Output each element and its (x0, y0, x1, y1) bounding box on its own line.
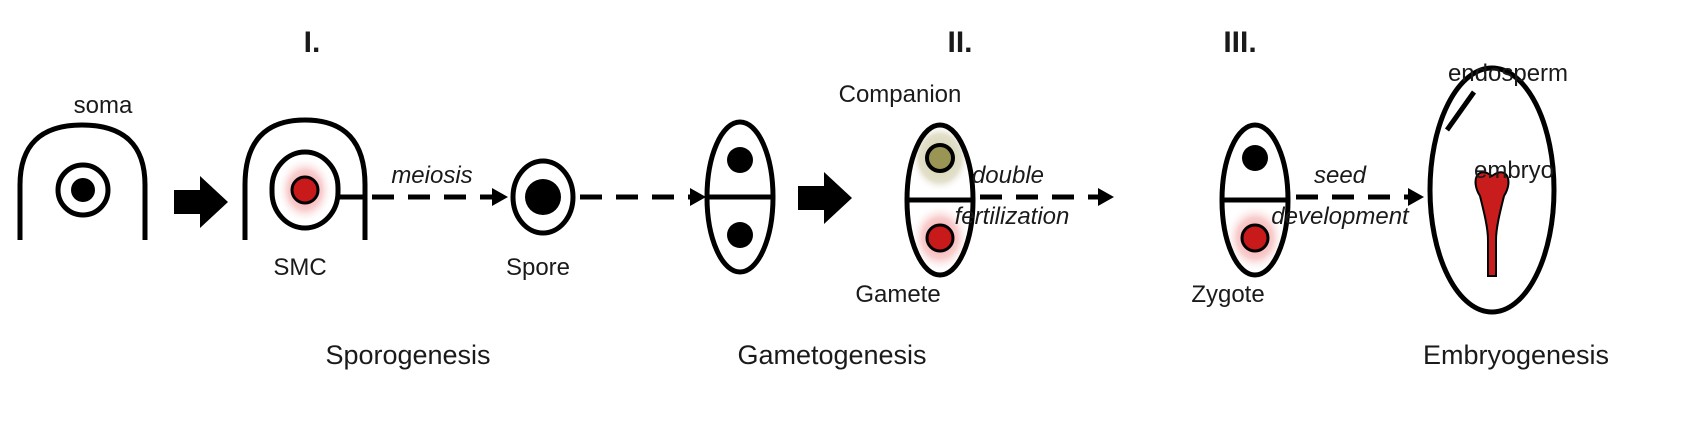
stage-gametogenesis: Gametogenesis (737, 340, 926, 370)
soma-cell (17, 122, 148, 240)
seed (1427, 65, 1557, 315)
fertilization-label: fertilization (955, 203, 1070, 230)
gametophyte-cell (904, 122, 976, 278)
zygote-nucleus (1240, 223, 1270, 253)
stage-sporogenesis: Sporogenesis (325, 340, 490, 370)
zygote-cell (1219, 122, 1291, 278)
seed-arrowhead (1408, 188, 1424, 206)
stage-number-ii: II. (947, 26, 972, 59)
arrowhead-2 (690, 188, 706, 206)
spore-nucleus (525, 179, 561, 215)
companion-label: Companion (839, 81, 962, 108)
meiosis-label: meiosis (391, 162, 472, 189)
solid-arrow-1 (174, 176, 228, 228)
gamete-label: Gamete (855, 281, 940, 308)
lower-nucleus (727, 222, 753, 248)
soma-label: soma (74, 92, 133, 119)
spore-cell (510, 158, 576, 236)
development-label: development (1271, 203, 1410, 230)
stage-number-i: I. (304, 26, 321, 59)
endosperm-label: endosperm (1448, 60, 1568, 87)
meiosis-arrowhead (492, 188, 508, 206)
gamete-nucleus (925, 223, 955, 253)
seed-label: seed (1314, 162, 1367, 189)
smc-cell (242, 117, 368, 240)
stage-embryogenesis: Embryogenesis (1423, 340, 1609, 370)
zygote-label: Zygote (1191, 281, 1264, 308)
zygote-upper-nucleus (1242, 145, 1268, 171)
smc-label: SMC (273, 254, 326, 281)
companion-nucleus (925, 143, 955, 173)
two-nucleate-cell (704, 119, 776, 275)
endosperm-pointer (1444, 90, 1477, 132)
embryo-shape (1474, 171, 1510, 277)
double-label: double (972, 162, 1044, 189)
soma-nucleus (71, 178, 95, 202)
upper-nucleus (727, 147, 753, 173)
fertilization-arrowhead (1098, 188, 1114, 206)
solid-arrow-2 (798, 172, 852, 224)
embryo-label: embryo (1474, 157, 1554, 184)
spore-label: Spore (506, 254, 570, 281)
stage-number-iii: III. (1223, 26, 1256, 59)
smc-nucleus (290, 175, 320, 205)
